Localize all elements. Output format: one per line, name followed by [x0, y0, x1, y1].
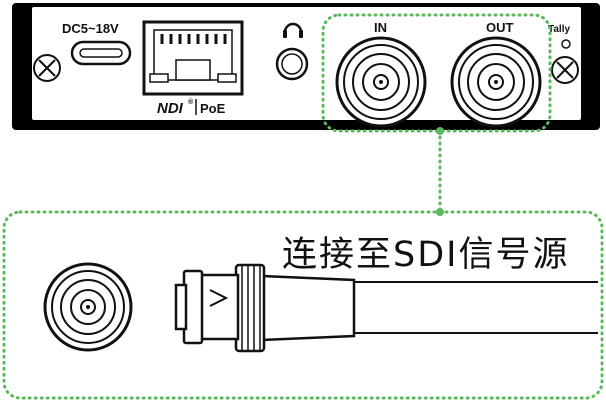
screw-left-icon [33, 54, 61, 82]
callout-caption: 连接至SDI信号源 [282, 235, 570, 275]
bnc-out-port-icon [450, 36, 542, 128]
out-label: OUT [486, 20, 514, 35]
ndi-label: NDI [157, 100, 184, 117]
tally-led-icon [561, 39, 571, 49]
in-label: IN [374, 20, 387, 35]
bnc-in-port-icon [335, 36, 427, 128]
tally-label: Tally [548, 24, 570, 35]
callout-bnc-port-icon [43, 262, 133, 352]
usb-c-port-icon [70, 40, 132, 66]
screw-right-icon [551, 56, 579, 84]
callout-dot-top [436, 127, 444, 135]
poe-label: PoE [200, 101, 226, 116]
ndi-trademark: ® [188, 98, 194, 106]
callout-box [2, 210, 604, 400]
headphones-icon [283, 22, 303, 38]
headphone-jack-port [275, 47, 309, 81]
ethernet-port-icon [142, 20, 244, 96]
bnc-cable-connector-icon [174, 263, 598, 353]
power-label: DC5~18V [62, 21, 119, 36]
